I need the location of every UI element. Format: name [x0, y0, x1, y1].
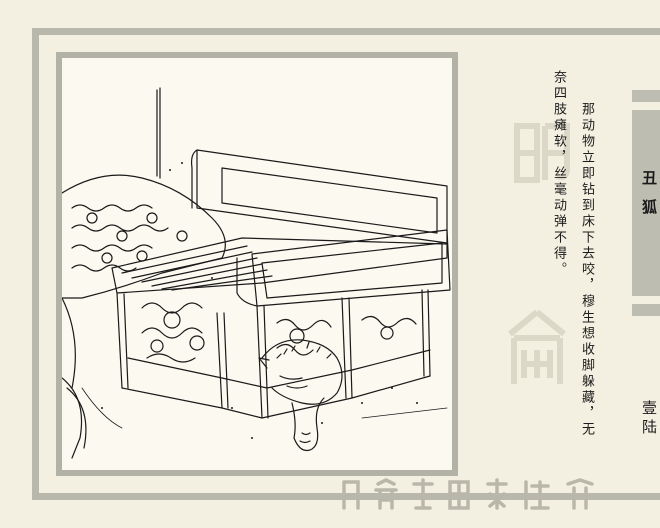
page-number: 壹陆: [640, 400, 658, 438]
chapter-tab: [632, 90, 660, 316]
seal-glyph-row: [336, 478, 596, 512]
bed-fox-illustration: [62, 87, 451, 459]
story-text-column-1: 那动物立即钻到床下去咬，穆生想收脚躲藏，无: [579, 102, 594, 438]
chapter-title: 丑狐: [640, 170, 658, 228]
seal-watermark-bottom: [502, 308, 572, 404]
tab-divider-bottom: [632, 296, 660, 304]
story-text-column-2: 奈四肢瘫软，丝毫动弹不得。: [551, 70, 566, 278]
tab-divider-top: [632, 102, 660, 110]
illustration-panel: [56, 52, 458, 476]
seal-watermark-top: [512, 118, 572, 202]
